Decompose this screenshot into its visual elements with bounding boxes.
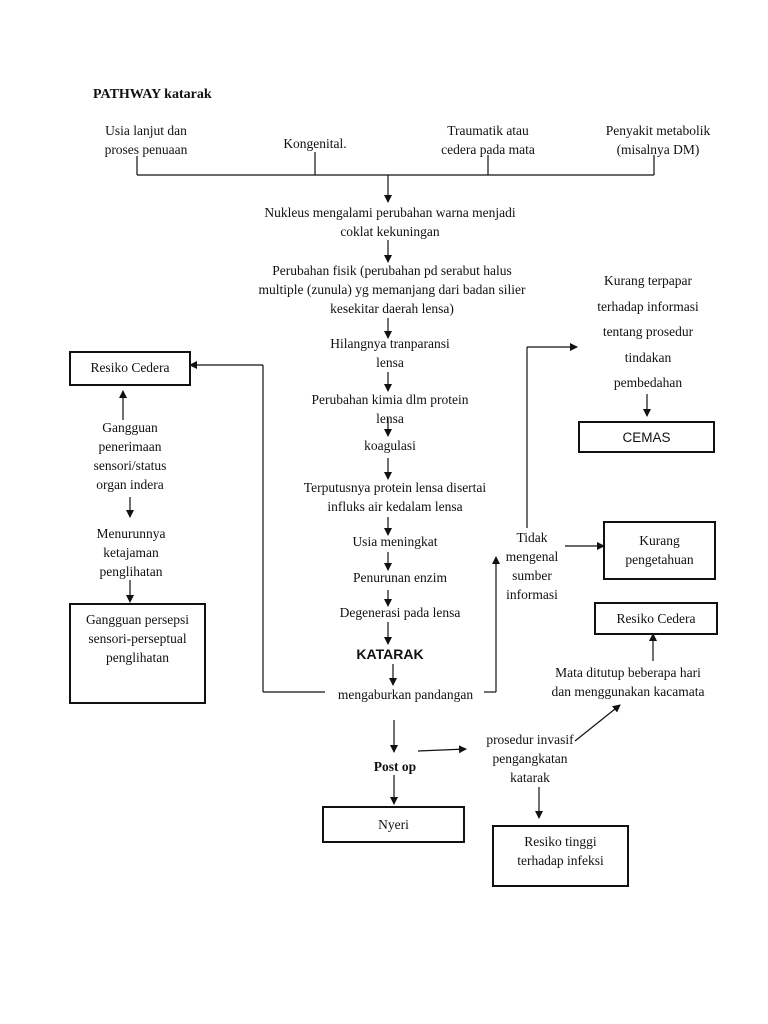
cause-kongenital: Kongenital. (283, 136, 347, 151)
node-koagulasi: koagulasi (364, 438, 416, 453)
node-mengaburkan-pandangan: mengaburkan pandangan (337, 687, 474, 702)
node-prosedur-invasif: prosedur invasif pengangkatan katarak (486, 732, 574, 785)
node-mata-ditutup: Mata ditutup beberapa hari dan menggunak… (551, 665, 705, 699)
cause-usia: Usia lanjut dan proses penuaan (104, 123, 188, 157)
page-title: PATHWAY katarak (93, 87, 212, 102)
cause-metabolik: Penyakit metabolik (misalnya DM) (605, 123, 711, 157)
box-gangguan-persepsi: Gangguan persepsi sensori-perseptual pen… (69, 603, 206, 704)
node-degenerasi: Degenerasi pada lensa (339, 605, 461, 620)
node-usia-meningkat: Usia meningkat (352, 534, 438, 549)
cause-traumatik: Traumatik atau cedera pada mata (441, 123, 535, 157)
node-perubahan-kimia: Perubahan kimia dlm protein lensa (311, 392, 469, 426)
box-resiko-cedera-right: Resiko Cedera (594, 602, 718, 635)
box-resiko-infeksi: Resiko tinggi terhadap infeksi (492, 825, 629, 887)
node-gangguan-penerimaan: Gangguan penerimaan sensori/status organ… (93, 420, 167, 492)
node-nukleus: Nukleus mengalami perubahan warna menjad… (264, 205, 516, 239)
node-tidak-mengenal: Tidak mengenal sumber informasi (505, 530, 559, 602)
node-katarak: KATARAK (356, 646, 424, 662)
node-menurunnya-ketajaman: Menurunnya ketajaman penglihatan (96, 526, 166, 579)
box-kurang-pengetahuan: Kurang pengetahuan (603, 521, 716, 580)
node-penurunan-enzim: Penurunan enzim menurun (352, 570, 448, 592)
node-kurang-terpapar: Kurang terpapar terhadap informasi tenta… (597, 273, 699, 390)
box-cemas: CEMAS (578, 421, 715, 453)
box-resiko-cedera-left: Resiko Cedera (69, 351, 191, 386)
node-post-op: Post op (373, 759, 417, 774)
node-hilangnya-transparansi: Hilangnya tranparansi lensa (330, 336, 450, 370)
box-nyeri: Nyeri (322, 806, 465, 843)
node-perubahan-fisik: Perubahan fisik (perubahan pd serabut ha… (258, 263, 526, 316)
node-terputusnya-protein: Terputusnya protein lensa disertai influ… (303, 480, 487, 514)
